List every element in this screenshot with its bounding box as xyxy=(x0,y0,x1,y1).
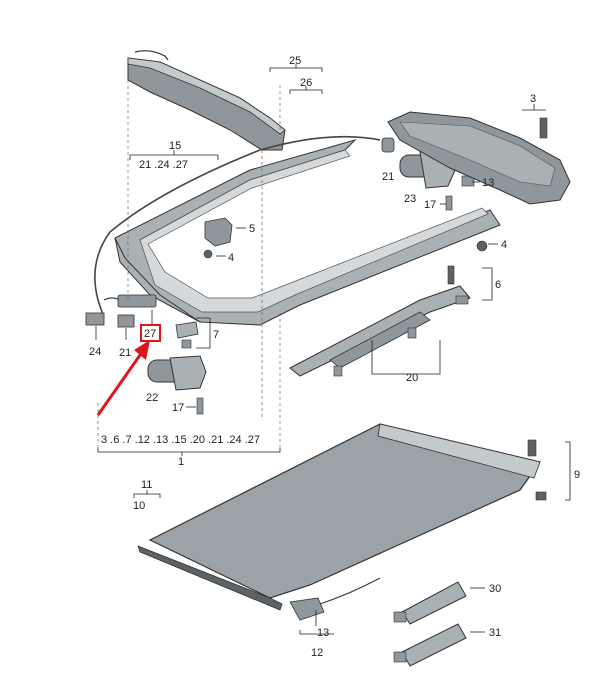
connector-24 xyxy=(85,312,105,326)
label-7: 7 xyxy=(213,329,219,341)
label-9: 9 xyxy=(574,469,580,481)
label-13-top: 13 xyxy=(482,177,494,189)
label-21-right: 21 xyxy=(382,171,394,183)
part-labels: 25 26 3 15 21 .24 .27 21 13 23 17 5 4 4 … xyxy=(89,55,580,659)
clip-7 xyxy=(175,321,199,349)
label-25: 25 xyxy=(289,55,301,67)
label-30: 30 xyxy=(489,583,501,595)
bracket-5 xyxy=(203,217,233,259)
label-3: 3 xyxy=(530,93,536,105)
label-15-list: 21 .24 .27 xyxy=(139,159,188,171)
label-20: 20 xyxy=(406,372,418,384)
rear-housing-3 xyxy=(387,111,571,252)
highlight-box-27 xyxy=(140,324,161,342)
label-10: 10 xyxy=(133,500,145,512)
label-17-bottom: 17 xyxy=(172,402,184,414)
tube-30 xyxy=(393,581,467,625)
label-24: 24 xyxy=(89,346,101,358)
label-11: 11 xyxy=(141,479,152,491)
label-6: 6 xyxy=(495,279,501,291)
label-31: 31 xyxy=(489,627,501,639)
label-26: 26 xyxy=(300,77,312,89)
tube-31 xyxy=(393,623,467,667)
sunroof-frame xyxy=(114,138,501,326)
label-17-top: 17 xyxy=(424,199,436,211)
label-12: 12 xyxy=(311,647,323,659)
connector-21-left xyxy=(117,314,135,328)
highlight-arrow xyxy=(96,340,150,416)
wind-deflector xyxy=(127,50,286,151)
motor-22 xyxy=(147,355,207,415)
label-4-left: 4 xyxy=(228,252,234,264)
lower-bracket xyxy=(289,577,381,621)
glass-panel xyxy=(137,423,547,611)
label-15: 15 xyxy=(169,140,181,152)
label-21-left: 21 xyxy=(119,347,131,359)
label-23: 23 xyxy=(404,193,416,205)
label-5: 5 xyxy=(249,223,255,235)
label-1-list: 3 .6 .7 .12 .13 .15 .20 .21 .24 .27 xyxy=(101,434,260,446)
label-4-right: 4 xyxy=(501,239,507,251)
guide-rails xyxy=(289,265,471,377)
label-22: 22 xyxy=(146,392,158,404)
label-13-bottom: 13 xyxy=(317,627,329,639)
label-1: 1 xyxy=(178,456,184,468)
leader-lines xyxy=(95,64,571,635)
label-27: 27 xyxy=(144,328,156,340)
